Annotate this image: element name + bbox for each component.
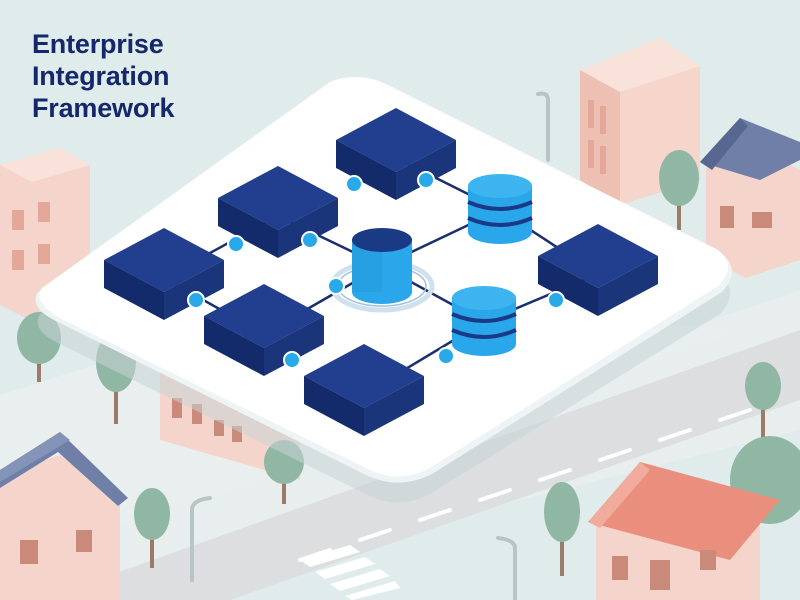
connector-dot: [417, 171, 435, 189]
connector-dot: [327, 277, 345, 295]
database-lower-right: [451, 286, 517, 356]
connector-dot: [227, 235, 245, 253]
crosswalk: [300, 545, 400, 600]
connector-dots: [187, 171, 565, 369]
connector-dot: [301, 231, 319, 249]
house-bottom-left: [0, 432, 128, 600]
server-bottom: [304, 344, 424, 436]
connector-dot: [345, 175, 363, 193]
house-bottom-right: [588, 462, 780, 600]
tree-right-1: [745, 362, 781, 440]
server-right: [538, 224, 658, 316]
tree-bottom-left: [134, 488, 170, 568]
title-line: Enterprise: [32, 29, 164, 59]
street-lamp-bottom-right: [496, 536, 517, 600]
street-lamp-top: [536, 91, 550, 162]
connector-dot: [187, 291, 205, 309]
diagram-nodes: [104, 108, 658, 436]
tree-right-2: [544, 482, 580, 576]
page-title: Enterprise Integration Framework: [32, 28, 174, 124]
server-top: [336, 108, 456, 200]
server-upper-mid: [218, 166, 338, 258]
server-left: [104, 228, 224, 320]
connector-dot: [547, 291, 565, 309]
database-center: [352, 228, 412, 304]
title-line: Framework: [32, 93, 175, 123]
connector-dot: [283, 351, 301, 369]
database-upper-right: [467, 174, 533, 244]
house-right-blue-roof: [700, 118, 800, 278]
server-lower-mid: [204, 284, 324, 376]
street-lamp-bottom-left: [190, 496, 212, 582]
tree-top-right: [659, 150, 699, 230]
title-line: Integration: [32, 61, 170, 91]
connector-dot: [437, 347, 455, 365]
road-lane-markings: [298, 408, 752, 562]
